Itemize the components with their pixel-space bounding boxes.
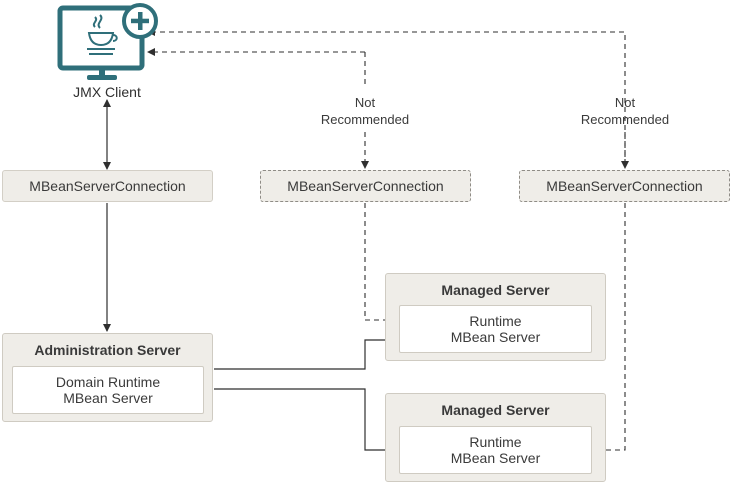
runtime-mbean-server-2: Runtime MBean Server xyxy=(399,426,592,474)
managed-server-title: Managed Server xyxy=(441,282,550,298)
plus-circle-icon xyxy=(122,3,158,39)
monitor-icon xyxy=(57,3,158,80)
not-recommended-line1: Not xyxy=(614,95,636,110)
java-cup-icon xyxy=(87,14,118,55)
runtime-mbean-server-1: Runtime MBean Server xyxy=(399,305,592,353)
admin-to-managed-2-line xyxy=(214,388,398,454)
dashed-line-client-top xyxy=(147,28,626,175)
client-label: JMX Client xyxy=(73,84,141,100)
not-recommended-line2: Recommended xyxy=(580,112,670,127)
mbean-server-connection-box-3: MBeanServerConnection xyxy=(519,170,730,202)
inner-line-1: Domain Runtime xyxy=(55,374,161,390)
managed-server-title: Managed Server xyxy=(441,402,550,418)
inner-line-1: Runtime xyxy=(469,434,522,450)
domain-runtime-mbean-server: Domain Runtime MBean Server xyxy=(12,366,204,414)
not-recommended-line1: Not xyxy=(354,95,376,110)
dashed-line-to-managed-2 xyxy=(592,203,626,454)
mbean-server-connection-box-2: MBeanServerConnection xyxy=(260,170,471,202)
not-recommended-line2: Recommended xyxy=(320,112,410,127)
managed-server-box-2: Managed Server Runtime MBean Server xyxy=(385,393,606,482)
administration-server-title: Administration Server xyxy=(34,342,181,358)
inner-line-2: MBean Server xyxy=(450,329,541,345)
managed-server-box-1: Managed Server Runtime MBean Server xyxy=(385,273,606,361)
inner-line-2: MBean Server xyxy=(450,450,541,466)
not-recommended-label-2: Not Recommended xyxy=(565,94,685,128)
not-recommended-label-1: Not Recommended xyxy=(305,94,425,128)
admin-to-managed-1-line xyxy=(214,336,398,370)
inner-line-2: MBean Server xyxy=(63,390,153,406)
mbean-server-connection-box-1: MBeanServerConnection xyxy=(2,170,213,202)
inner-line-1: Runtime xyxy=(469,313,522,329)
administration-server-box: Administration Server Domain Runtime MBe… xyxy=(2,333,213,422)
